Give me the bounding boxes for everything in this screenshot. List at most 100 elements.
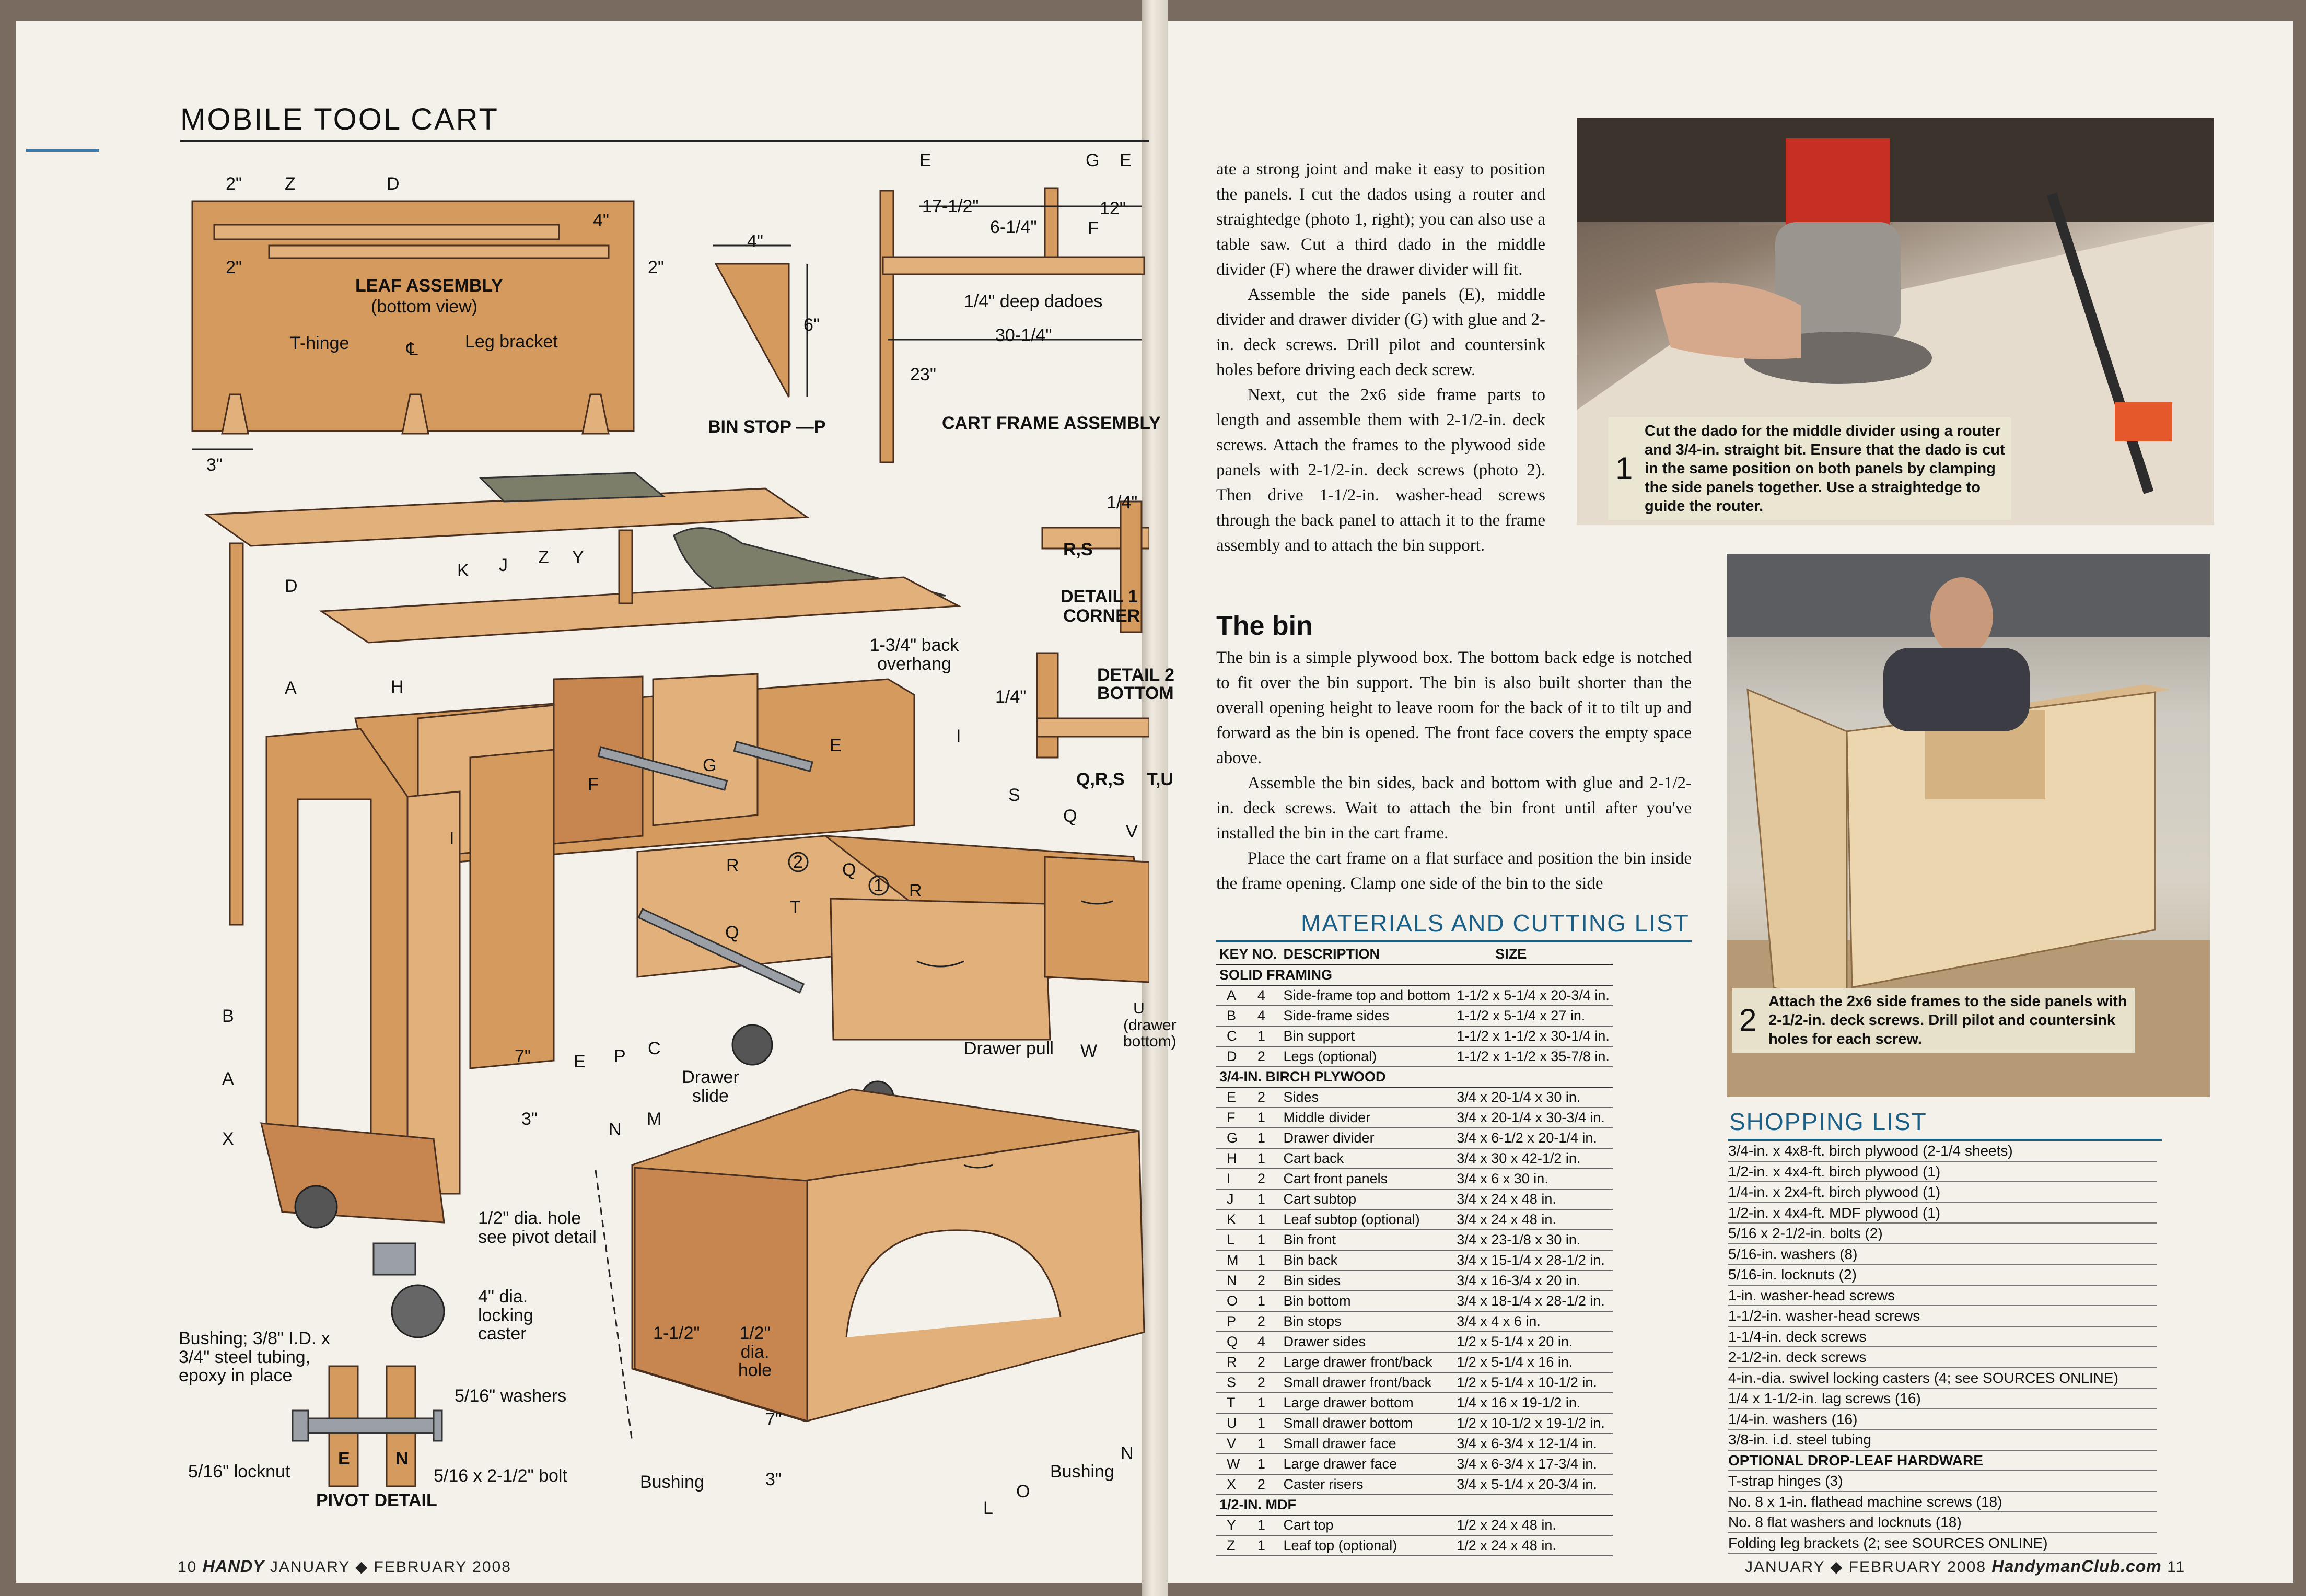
part-size: 3/4 x 6-1/2 x 20-1/4 in. xyxy=(1453,1128,1613,1149)
pivot-label-n: N xyxy=(395,1449,409,1469)
cart-frame-title: CART FRAME ASSEMBLY xyxy=(942,413,1161,433)
cart-dim-3: 3" xyxy=(521,1109,538,1129)
accent-bar xyxy=(26,149,99,152)
part-key: V xyxy=(1216,1434,1254,1454)
shopping-item: 5/16 x 2-1/2-in. bolts (2) xyxy=(1728,1224,2157,1244)
part-size: 1-1/2 x 1-1/2 x 35-7/8 in. xyxy=(1453,1046,1613,1067)
detail2-dim: 1/4" xyxy=(995,687,1027,707)
diagram-drawing xyxy=(191,187,1149,1487)
bin-dim-7: 7" xyxy=(765,1409,782,1429)
part-qty: 1 xyxy=(1254,1515,1280,1536)
right-folio-date: JANUARY ◆ FEBRUARY 2008 xyxy=(1745,1558,1987,1576)
bin-label-m: M xyxy=(647,1109,662,1129)
part-size: 3/4 x 16-3/4 x 20 in. xyxy=(1453,1271,1613,1291)
part-description: Middle divider xyxy=(1280,1108,1454,1128)
body-column-top: ate a strong joint and make it easy to p… xyxy=(1216,157,1545,558)
photo2-number: 2 xyxy=(1739,1003,1757,1038)
frame-label-g: G xyxy=(1086,150,1100,170)
shopping-list: 3/4-in. x 4x8-ft. birch plywood (2-1/4 s… xyxy=(1728,1141,2157,1554)
cart-label-q: Q xyxy=(1063,806,1077,826)
leaf-dim-3in: 3" xyxy=(206,455,223,475)
optional-hardware-item: T-strap hinges (3) xyxy=(1728,1471,2157,1492)
bin-stop-height: 6" xyxy=(803,315,820,335)
cart-label-e2: E xyxy=(574,1052,586,1071)
frame-dim-6: 6-1/4" xyxy=(990,217,1037,237)
optional-hardware-item: Folding leg brackets (2; see SOURCES ONL… xyxy=(1728,1533,2157,1554)
t-hinge-label: T-hinge xyxy=(290,333,350,353)
pivot-washers-label: 5/16" washers xyxy=(455,1386,567,1406)
part-qty: 1 xyxy=(1254,1189,1280,1210)
part-description: Side-frame sides xyxy=(1280,1006,1454,1027)
part-key: F xyxy=(1216,1108,1254,1128)
part-description: Bin bottom xyxy=(1280,1291,1454,1312)
cart-label-r2: R xyxy=(909,881,922,901)
paragraph: ate a strong joint and make it easy to p… xyxy=(1216,160,1545,279)
cart-label-d: D xyxy=(285,576,298,596)
part-key: Q xyxy=(1216,1332,1254,1353)
left-folio: 10 HANDY JANUARY ◆ FEBRUARY 2008 xyxy=(178,1557,511,1576)
part-key: O xyxy=(1216,1291,1254,1312)
pivot-label-e: E xyxy=(338,1449,350,1469)
part-key: S xyxy=(1216,1372,1254,1393)
part-qty: 1 xyxy=(1254,1128,1280,1149)
shopping-item: 2-1/2-in. deck screws xyxy=(1728,1347,2157,1368)
part-description: Caster risers xyxy=(1280,1474,1454,1495)
cart-label-i: I xyxy=(956,726,961,746)
cart-label-h: H xyxy=(391,677,404,697)
left-folio-date: JANUARY ◆ FEBRUARY 2008 xyxy=(270,1558,511,1576)
part-size: 1/2 x 10-1/2 x 19-1/2 in. xyxy=(1453,1413,1613,1434)
shopping-item: 5/16-in. washers (8) xyxy=(1728,1244,2157,1265)
part-description: Large drawer face xyxy=(1280,1454,1454,1475)
part-key: J xyxy=(1216,1189,1254,1210)
part-qty: 1 xyxy=(1254,1250,1280,1271)
part-qty: 1 xyxy=(1254,1291,1280,1312)
cart-label-p: P xyxy=(614,1046,626,1066)
detail1-title: DETAIL 1 xyxy=(1061,587,1138,607)
materials-group-row: 1/2-IN. MDF xyxy=(1216,1495,1613,1516)
bin-stop-title: BIN STOP —P xyxy=(708,417,826,437)
part-qty: 1 xyxy=(1254,1209,1280,1230)
frame-label-e2: E xyxy=(1120,150,1132,170)
part-qty: 1 xyxy=(1254,1230,1280,1251)
part-description: Cart top xyxy=(1280,1515,1454,1536)
part-description: Leaf subtop (optional) xyxy=(1280,1209,1454,1230)
part-qty: 4 xyxy=(1254,1006,1280,1027)
title-rule xyxy=(180,140,1149,142)
part-qty: 1 xyxy=(1254,1108,1280,1128)
part-description: Cart subtop xyxy=(1280,1189,1454,1210)
bin-bushing-label: Bushing xyxy=(640,1472,704,1492)
callout-2: 2 xyxy=(793,852,803,872)
part-qty: 2 xyxy=(1254,1087,1280,1108)
photo1-caption-text: Cut the dado for the middle divider usin… xyxy=(1645,423,2005,515)
pivot-bolt-label: 5/16 x 2-1/2" bolt xyxy=(434,1466,567,1486)
detail2-title: DETAIL 2 xyxy=(1097,665,1174,685)
part-description: Legs (optional) xyxy=(1280,1046,1454,1067)
right-page-number: 11 xyxy=(2167,1558,2186,1576)
frame-label-f: F xyxy=(1088,218,1099,238)
bin-label-l: L xyxy=(983,1498,993,1518)
drawer-slide-label: Drawer slide xyxy=(682,1067,739,1106)
part-qty: 1 xyxy=(1254,1413,1280,1434)
frame-dim-23: 23" xyxy=(910,365,936,385)
cart-dim-7: 7" xyxy=(515,1046,531,1066)
part-key: N xyxy=(1216,1271,1254,1291)
materials-group-name: 1/2-IN. MDF xyxy=(1216,1495,1613,1516)
materials-group-row: SOLID FRAMING xyxy=(1216,964,1613,986)
optional-hardware-heading: OPTIONAL DROP-LEAF HARDWARE xyxy=(1728,1451,2157,1471)
centerline-symbol: ℄ xyxy=(406,340,418,359)
cart-label-s: S xyxy=(1008,785,1020,805)
part-description: Bin stops xyxy=(1280,1311,1454,1332)
shopping-item: 1/2-in. x 4x4-ft. birch plywood (1) xyxy=(1728,1162,2157,1182)
part-key: A xyxy=(1216,985,1254,1006)
